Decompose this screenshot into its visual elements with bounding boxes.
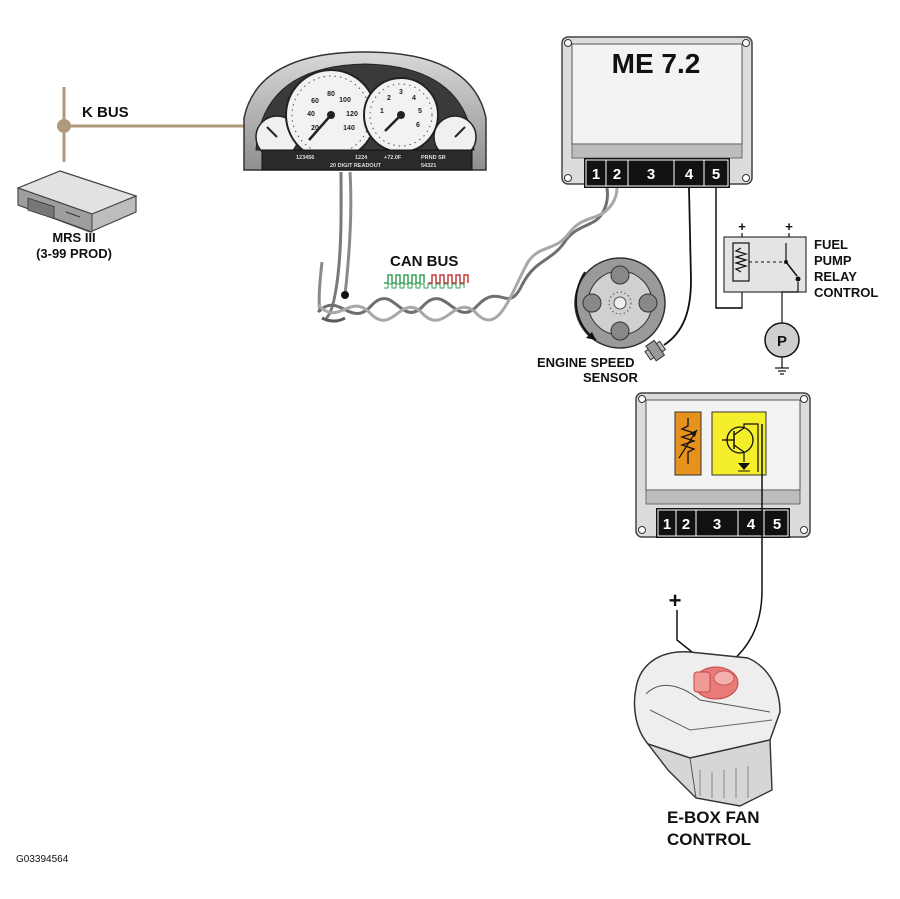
svg-text:100: 100 [339,97,351,104]
instrument-cluster: 80 100 120 140 60 40 20 2 3 4 5 6 1 1234… [243,51,487,171]
ebox-plus: + [669,588,682,613]
svg-text:40: 40 [307,111,315,118]
cluster-readout: 20 DIGIT READOUT [330,163,382,169]
fuel-pump-label-line4: CONTROL [814,285,879,300]
fuel-pump-label-line2: PUMP [814,253,852,268]
fuel-pump-relay: + + [715,188,807,323]
ecu-pin-5: 5 [712,166,720,183]
relay-plus-left: + [738,219,746,234]
ecu-pin-2: 2 [613,166,621,183]
svg-text:1: 1 [380,108,384,115]
k-bus-junction [57,119,71,133]
mrs-module [16,170,138,233]
ebox-label-line1: E-BOX FAN [667,808,760,827]
svg-text:140: 140 [343,125,355,132]
fan-pin-1: 1 [663,516,671,533]
fuel-pump-label-line3: RELAY [814,269,857,284]
svg-text:5: 5 [418,108,422,115]
ecu-pin-3: 3 [647,166,655,183]
svg-text:3: 3 [399,89,403,96]
cluster-code: 54321 [421,163,436,169]
pump-symbol: P [777,333,787,350]
engine-speed-sensor [574,187,692,362]
fan-pin-2: 2 [682,516,690,533]
cluster-can-wires [317,171,353,320]
fuel-pump: P [764,322,800,375]
ebox-label-line2: CONTROL [667,830,752,849]
engine-speed-label-line1: ENGINE SPEED [537,355,635,370]
cluster-trip: 1224 [355,155,368,161]
svg-text:120: 120 [346,111,358,118]
fuel-pump-label-line1: FUEL [814,237,848,252]
ground-icon [775,367,789,375]
figure-id: G03394564 [16,854,69,865]
relay-plus-right: + [785,219,793,234]
mrs-label-line2: (3-99 PROD) [36,246,112,261]
mrs-label-line1: MRS III [52,230,96,245]
engine-speed-label-line2: SENSOR [583,370,638,385]
fan-pin-4: 4 [747,516,756,533]
ecu-me72: ME 7.2 1 2 3 4 5 [561,36,753,188]
svg-text:6: 6 [416,122,420,129]
k-bus-label: K BUS [82,104,129,121]
can-signal-icon [384,274,469,289]
cluster-gear: PRND SR [421,155,446,161]
fan-motor [693,666,739,700]
svg-text:2: 2 [387,95,391,102]
svg-text:20: 20 [311,125,319,132]
fan-pin-3: 3 [713,516,721,533]
ecu-title: ME 7.2 [612,48,701,79]
svg-text:4: 4 [412,95,416,102]
fan-control-module: 1 2 3 4 5 [635,392,811,538]
cluster-odometer: 123456 [296,155,314,161]
k-bus-line [57,87,250,162]
ecu-pin-4: 4 [685,166,694,183]
cluster-temperature: +72.0F [384,155,402,161]
ecu-pin-1: 1 [592,166,600,183]
fan-pin-5: 5 [773,516,781,533]
can-junction [341,291,349,299]
can-bus-label: CAN BUS [390,253,459,270]
svg-text:60: 60 [311,98,319,105]
ebox-fan: + [633,588,781,807]
can-bus-twisted-pair [316,187,619,323]
svg-text:80: 80 [327,91,335,98]
